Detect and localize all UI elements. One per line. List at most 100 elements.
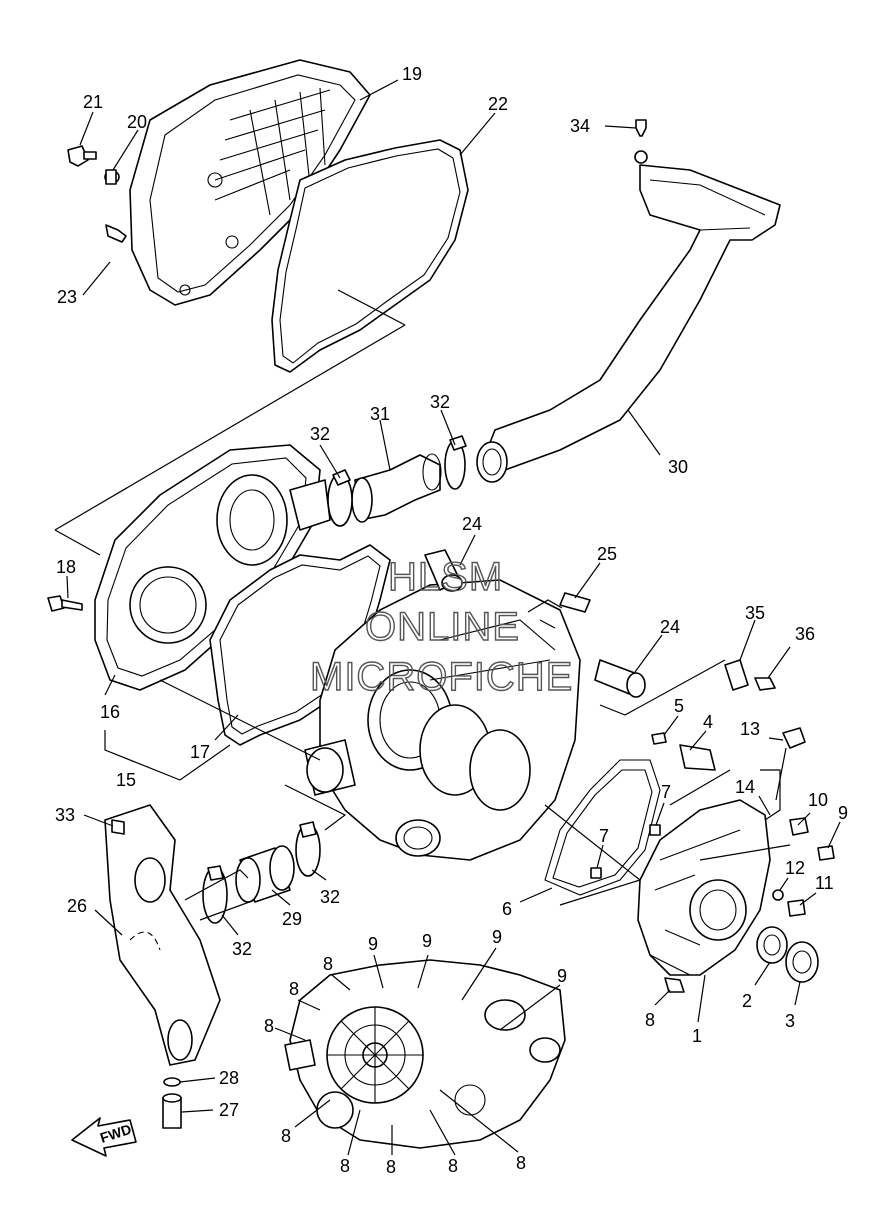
callout-23: 23 — [57, 287, 77, 307]
forward-arrow-icon: FWD — [71, 1117, 137, 1157]
callout-32-c: 32 — [232, 939, 252, 959]
watermark-line-2: ONLINE — [365, 605, 520, 649]
callout-33: 33 — [55, 805, 75, 825]
callout-27: 27 — [219, 1100, 239, 1120]
callout-25: 25 — [597, 544, 617, 564]
callout-3: 3 — [785, 1011, 795, 1031]
callout-32-b: 32 — [430, 392, 450, 412]
callout-8-f: 8 — [340, 1156, 350, 1176]
callout-9-c: 9 — [422, 931, 432, 951]
part-4-bracket — [679, 744, 716, 771]
part-30-air-duct — [476, 164, 781, 483]
part-6-gasket — [544, 759, 661, 896]
callout-21: 21 — [83, 92, 103, 112]
callout-24-b: 24 — [660, 617, 680, 637]
callout-17: 17 — [190, 742, 210, 762]
part-19-outer-cover — [129, 59, 371, 306]
part-3-bearing — [785, 941, 819, 983]
part-25-dowel — [559, 592, 591, 613]
callout-labels: 21 20 19 22 34 23 32 31 32 30 24 25 18 2… — [55, 64, 848, 1177]
part-28-o-ring — [163, 1077, 181, 1087]
callout-2: 2 — [742, 991, 752, 1011]
watermark-line-3: MICROFICHE — [310, 655, 573, 699]
part-24-bearing-upper — [424, 549, 463, 592]
leader-lines — [66, 79, 841, 1156]
part-24-bearing-lower — [594, 659, 646, 698]
callout-35: 35 — [745, 603, 765, 623]
callout-8-i: 8 — [516, 1153, 526, 1173]
callout-19: 19 — [402, 64, 422, 84]
part-26-air-duct — [104, 804, 221, 1066]
part-9-bolt-right — [817, 845, 835, 861]
part-34-bolt — [634, 119, 648, 164]
callout-8-a: 8 — [323, 954, 333, 974]
callout-18: 18 — [56, 557, 76, 577]
callout-10: 10 — [808, 790, 828, 810]
part-7-dowel-pins — [590, 824, 661, 879]
part-27-collar — [162, 1093, 182, 1129]
callout-14: 14 — [735, 777, 755, 797]
callout-30: 30 — [668, 457, 688, 477]
part-31-joint-hose — [351, 453, 442, 523]
part-35-plate — [724, 659, 749, 691]
part-33-bolt — [111, 819, 125, 835]
watermark: HLSM ONLINE MICROFICHE — [309, 554, 573, 699]
callout-7-b: 7 — [599, 826, 609, 846]
callout-26: 26 — [67, 896, 87, 916]
callout-7-a: 7 — [661, 782, 671, 802]
callout-8-c: 8 — [264, 1016, 274, 1036]
part-32-clamp-upper-right — [444, 435, 467, 490]
part-2-oil-seal — [756, 926, 788, 964]
callout-28: 28 — [219, 1068, 239, 1088]
callout-31: 31 — [370, 404, 390, 424]
part-16-inner-cover — [94, 444, 331, 691]
callout-4: 4 — [703, 712, 713, 732]
callout-13: 13 — [740, 719, 760, 739]
part-13-oil-level-gauge — [775, 727, 806, 801]
callout-8-g: 8 — [386, 1157, 396, 1177]
callout-9-a: 9 — [838, 803, 848, 823]
callout-8-d: 8 — [645, 1010, 655, 1030]
part-32-clamp-upper-left — [327, 469, 353, 527]
callout-9-d: 9 — [492, 927, 502, 947]
callout-15: 15 — [116, 770, 136, 790]
part-5-bolt — [651, 732, 667, 745]
part-22-gasket — [271, 139, 469, 373]
callout-16: 16 — [100, 702, 120, 722]
callout-9-b: 9 — [368, 934, 378, 954]
part-36-bolt — [754, 677, 776, 691]
callout-20: 20 — [127, 112, 147, 132]
callout-22: 22 — [488, 94, 508, 114]
callout-32-a: 32 — [310, 424, 330, 444]
part-23-bolt — [105, 224, 127, 243]
part-32-clamp-lower-right — [295, 821, 321, 877]
callout-9-e: 9 — [557, 966, 567, 986]
part-11-drain-bolt — [787, 899, 806, 917]
callout-1: 1 — [692, 1026, 702, 1046]
part-20-grommet — [104, 169, 120, 185]
callout-8-h: 8 — [448, 1156, 458, 1176]
part-29-joint — [235, 845, 295, 903]
alignment-lines — [54, 289, 791, 976]
part-12-o-ring — [772, 889, 784, 901]
part-21-clip — [67, 145, 97, 167]
callout-34: 34 — [570, 116, 590, 136]
part-10-clip — [789, 817, 809, 836]
callout-5: 5 — [674, 696, 684, 716]
part-8-bolt-cover — [664, 977, 685, 993]
callout-32-d: 32 — [320, 887, 340, 907]
callout-12: 12 — [785, 858, 805, 878]
callout-8-e: 8 — [281, 1126, 291, 1146]
part-1-crankcase-cover — [637, 799, 771, 976]
watermark-line-1: HLSM — [388, 555, 503, 599]
part-18-bolt — [47, 595, 83, 612]
callout-36: 36 — [795, 624, 815, 644]
callout-8-b: 8 — [289, 979, 299, 999]
callout-24-a: 24 — [462, 514, 482, 534]
callout-6: 6 — [502, 899, 512, 919]
callout-11: 11 — [815, 873, 834, 893]
crankcase-assembly — [304, 579, 581, 861]
lower-crankcase-view — [284, 959, 566, 1149]
